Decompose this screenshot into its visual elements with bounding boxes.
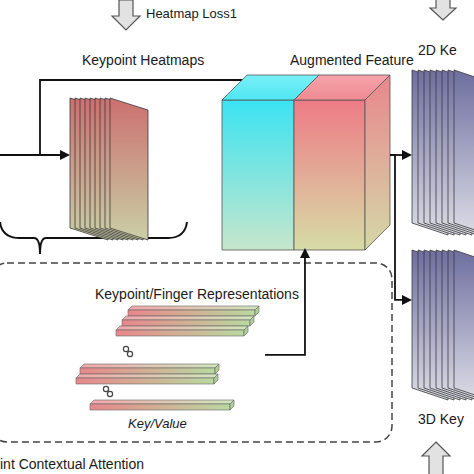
cube-face	[222, 100, 294, 250]
bar-top	[76, 374, 218, 378]
representation-bar	[80, 368, 215, 374]
map-slab	[110, 98, 148, 240]
representation-bar	[128, 310, 255, 316]
bar-top	[116, 326, 248, 330]
bar-top	[80, 364, 219, 368]
bar-top	[90, 400, 234, 404]
output-stack: 3D Key	[410, 245, 474, 430]
cube-face	[294, 100, 365, 250]
map-slab	[454, 250, 474, 400]
bar-side	[215, 364, 219, 374]
node-shape	[68, 52, 218, 242]
representation-bar	[122, 320, 250, 326]
cube-side	[365, 75, 390, 250]
output-stack: 2D Ke	[410, 40, 474, 240]
node-shape	[410, 245, 474, 430]
node-text: int Contextual Attention	[0, 456, 144, 472]
bar-side	[230, 400, 234, 410]
attention-module: Keypoint/Finger Representations int Conte…	[0, 262, 393, 474]
representation-bar	[76, 378, 214, 384]
node-text: Keypoint/Finger Representations	[95, 286, 299, 302]
input-line	[0, 154, 62, 156]
bar-top	[128, 306, 259, 310]
feature-cube: Augmented Feature	[222, 50, 390, 250]
ellipsis-ring	[107, 391, 112, 396]
representation-bar	[90, 404, 230, 410]
bar-side	[244, 326, 248, 336]
representation-bar	[116, 330, 244, 336]
connector-arrow	[390, 154, 410, 156]
bar-side	[250, 316, 254, 326]
node-text: Augmented Feature	[290, 52, 414, 68]
connector-arrow	[265, 250, 305, 355]
bar-side	[255, 306, 259, 316]
dashed-border	[0, 263, 392, 442]
map-slab	[454, 70, 474, 235]
ellipsis-ring	[123, 346, 128, 351]
node-shape	[70, 302, 265, 434]
node-text: 3D Key	[418, 411, 464, 427]
loss-arrow	[430, 0, 456, 20]
node-text: Keypoint Heatmaps	[82, 52, 204, 68]
representation-group: Key/Value	[70, 302, 265, 434]
bar-top	[122, 316, 254, 320]
heatmap-stack: Keypoint Heatmaps	[68, 52, 218, 242]
node-text: 2D Ke	[418, 42, 457, 58]
loss-arrow	[112, 0, 140, 30]
node-text: Key/Value	[128, 416, 187, 432]
loss-label: Heatmap Loss1	[146, 6, 237, 22]
loss-arrow	[422, 442, 450, 474]
ellipsis-ring	[127, 351, 132, 356]
node-shape	[222, 50, 390, 250]
ellipsis-ring	[103, 386, 108, 391]
connector-arrow	[390, 155, 410, 300]
node-shape	[410, 40, 474, 240]
bar-side	[214, 374, 218, 384]
input-arrowhead	[60, 150, 70, 160]
